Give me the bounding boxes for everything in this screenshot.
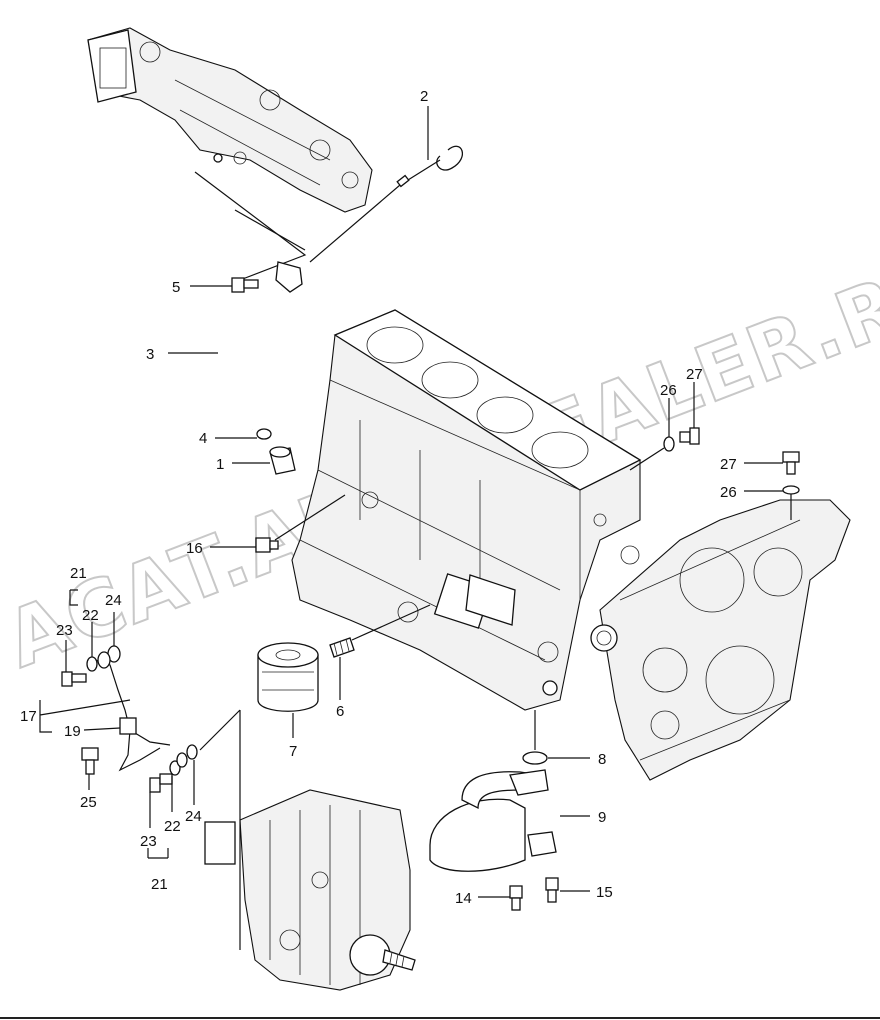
callout-15: 15 bbox=[596, 884, 613, 901]
callout-4: 4 bbox=[199, 430, 207, 447]
stud-6-icon bbox=[329, 637, 355, 658]
callout-19: 19 bbox=[64, 723, 81, 740]
callout-26-lower: 26 bbox=[720, 484, 737, 501]
oil-filter-icon bbox=[257, 642, 319, 712]
callout-27-lower: 27 bbox=[720, 456, 737, 473]
bolt-23b-icon bbox=[149, 773, 173, 793]
oil-pipe-17-icon bbox=[94, 659, 171, 772]
o-ring-4-icon bbox=[256, 428, 272, 440]
oil-strainer-icon bbox=[429, 769, 557, 872]
washer-24b-icon bbox=[186, 744, 198, 760]
washer-26a-icon bbox=[663, 436, 675, 452]
bolt-14-icon bbox=[509, 885, 523, 911]
callout-21-upper: 21 bbox=[70, 565, 87, 582]
dipstick-guide bbox=[236, 261, 303, 431]
callout-26-upper: 26 bbox=[660, 382, 677, 399]
washer-22a-icon bbox=[86, 656, 98, 672]
cylinder-block-icon bbox=[291, 309, 642, 711]
callout-16: 16 bbox=[186, 540, 203, 557]
injection-pump-icon bbox=[204, 789, 416, 991]
callout-21-lower: 21 bbox=[151, 876, 168, 893]
callout-22-lower: 22 bbox=[164, 818, 181, 835]
washer-26b-icon bbox=[782, 485, 800, 495]
callout-17: 17 bbox=[20, 708, 37, 725]
sensor-16-icon bbox=[255, 537, 279, 553]
gear-case-icon bbox=[590, 499, 851, 781]
callout-23-lower: 23 bbox=[140, 833, 157, 850]
callout-7: 7 bbox=[289, 743, 297, 760]
dipstick-icon bbox=[309, 145, 463, 263]
callout-8: 8 bbox=[598, 751, 606, 768]
bolt-27b-icon bbox=[782, 451, 800, 475]
bushing-1-icon bbox=[269, 446, 296, 475]
bolt-5-icon bbox=[231, 277, 259, 293]
callout-24-upper: 24 bbox=[105, 592, 122, 609]
callout-22-upper: 22 bbox=[82, 607, 99, 624]
bolt-25-icon bbox=[81, 747, 99, 775]
callout-6: 6 bbox=[336, 703, 344, 720]
callout-24-lower: 24 bbox=[185, 808, 202, 825]
callout-25: 25 bbox=[80, 794, 97, 811]
intake-manifold-icon bbox=[87, 27, 373, 213]
callout-14: 14 bbox=[455, 890, 472, 907]
bolt-23a-icon bbox=[61, 671, 87, 687]
callout-27-upper: 27 bbox=[686, 366, 703, 383]
callout-1: 1 bbox=[216, 456, 224, 473]
callout-3: 3 bbox=[146, 346, 154, 363]
callout-2: 2 bbox=[420, 88, 428, 105]
callout-23-upper: 23 bbox=[56, 622, 73, 639]
bolt-15-icon bbox=[545, 877, 559, 903]
callout-5: 5 bbox=[172, 279, 180, 296]
o-ring-8-icon bbox=[522, 751, 548, 765]
callout-9: 9 bbox=[598, 809, 606, 826]
